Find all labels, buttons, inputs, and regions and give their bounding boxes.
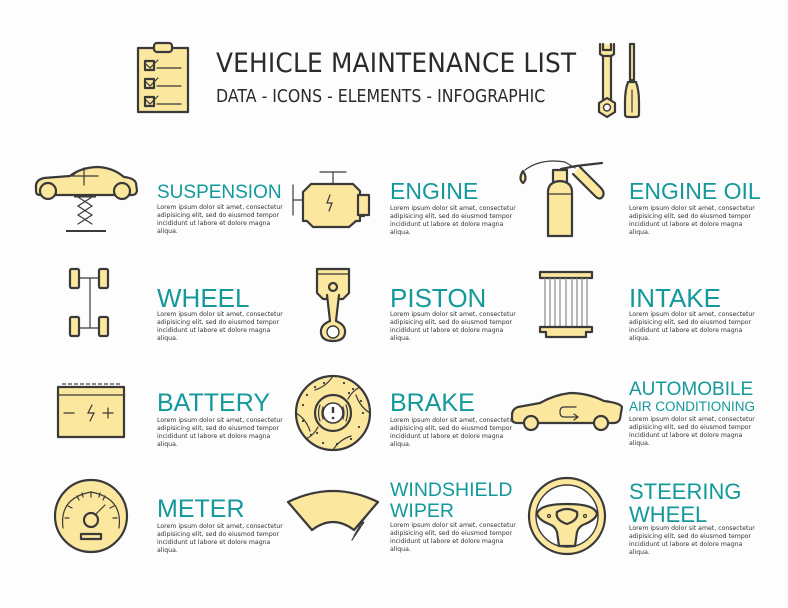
oil-can-icon bbox=[519, 160, 605, 238]
axle-wheels-icon bbox=[68, 267, 110, 338]
item-title-automobile: AUTOMOBILE bbox=[629, 379, 754, 400]
item-title-meter: METER bbox=[157, 495, 245, 523]
item-title-battery: BATTERY bbox=[157, 389, 270, 417]
steering-wheel-icon bbox=[527, 476, 607, 556]
brake-disc-icon bbox=[294, 374, 372, 452]
item-desc-piston: Lorem ipsum dolor sit amet, consectetur … bbox=[390, 311, 516, 343]
wrench-icon bbox=[597, 42, 617, 119]
car-lift-icon bbox=[34, 165, 139, 232]
item-title-wheel: WHEEL bbox=[157, 283, 250, 313]
screwdriver-icon bbox=[623, 42, 641, 119]
speedometer-icon bbox=[53, 478, 129, 554]
item-title-piston: PISTON bbox=[390, 283, 487, 313]
item-desc-intake: Lorem ipsum dolor sit amet, consectetur … bbox=[629, 311, 755, 343]
item-subtitle-wheel: WHEEL bbox=[629, 502, 708, 527]
item-desc-windshield-wiper: Lorem ipsum dolor sit amet, consectetur … bbox=[390, 522, 516, 554]
item-desc-engine-oil: Lorem ipsum dolor sit amet, consectetur … bbox=[629, 205, 755, 237]
item-title-intake: INTAKE bbox=[629, 283, 721, 313]
page-title: VEHICLE MAINTENANCE LIST bbox=[216, 48, 577, 79]
item-title-steering: STEERING bbox=[629, 479, 742, 504]
item-title-windshield: WINDSHIELD bbox=[390, 479, 513, 501]
item-desc-wheel: Lorem ipsum dolor sit amet, consectetur … bbox=[157, 311, 283, 343]
battery-icon bbox=[56, 383, 126, 439]
item-title-suspension: SUSPENSION bbox=[157, 182, 282, 203]
piston-icon bbox=[315, 267, 351, 343]
item-subtitle-wiper: WIPER bbox=[390, 500, 454, 522]
item-title-engine-oil: ENGINE OIL bbox=[629, 178, 761, 204]
item-desc-engine: Lorem ipsum dolor sit amet, consectetur … bbox=[390, 205, 516, 237]
page-subtitle: DATA - ICONS - ELEMENTS - INFOGRAPHIC bbox=[216, 87, 546, 107]
clipboard-checklist-icon bbox=[136, 41, 190, 114]
engine-icon bbox=[292, 171, 371, 229]
item-desc-meter: Lorem ipsum dolor sit amet, consectetur … bbox=[157, 523, 283, 555]
item-desc-automobile-ac: Lorem ipsum dolor sit amet, consectetur … bbox=[629, 416, 755, 448]
item-desc-brake: Lorem ipsum dolor sit amet, consectetur … bbox=[390, 417, 516, 449]
air-filter-icon bbox=[538, 270, 594, 339]
item-title-brake: BRAKE bbox=[390, 389, 475, 417]
car-air-recirculation-icon bbox=[510, 391, 624, 432]
item-title-engine: ENGINE bbox=[390, 178, 479, 204]
item-desc-steering-wheel: Lorem ipsum dolor sit amet, consectetur … bbox=[629, 525, 755, 557]
item-desc-suspension: Lorem ipsum dolor sit amet, consectetur … bbox=[157, 204, 283, 236]
windshield-wiper-icon bbox=[286, 489, 380, 541]
item-desc-battery: Lorem ipsum dolor sit amet, consectetur … bbox=[157, 417, 283, 449]
item-subtitle-air-conditioning: AIR CONDITIONING bbox=[629, 399, 756, 414]
